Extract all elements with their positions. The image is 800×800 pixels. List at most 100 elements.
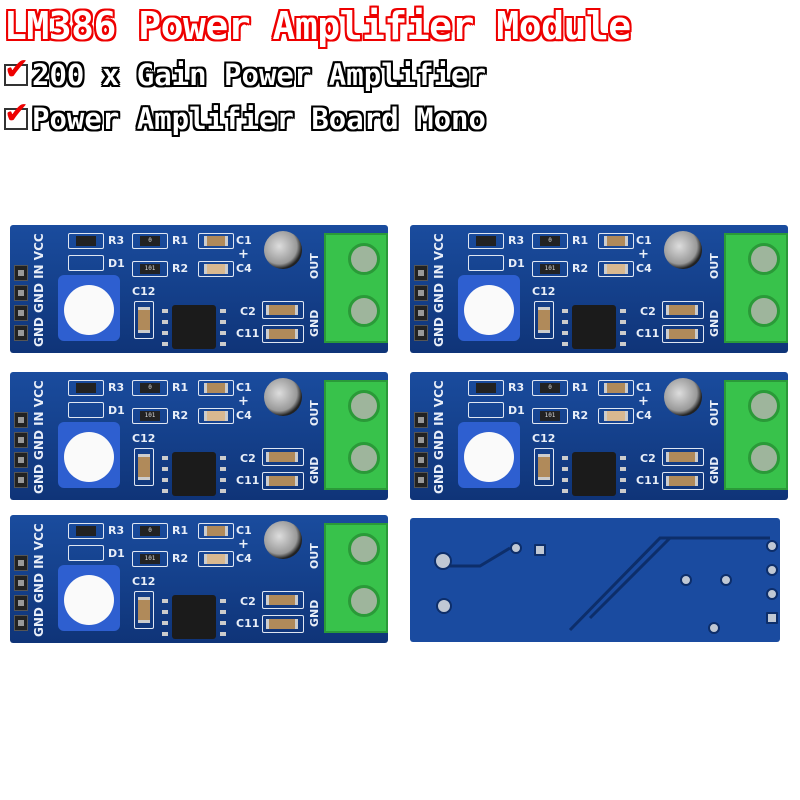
solder-pad — [766, 588, 778, 600]
solder-pad — [766, 540, 778, 552]
r2-label: R2 — [572, 262, 589, 275]
r3-pad — [468, 233, 504, 249]
feature-1: ✔ 200 x Gain Power Amplifier — [4, 52, 486, 92]
r3-label: R3 — [508, 381, 525, 394]
lm386-chip — [172, 452, 216, 496]
header-pin — [414, 305, 428, 321]
screw-terminal — [324, 523, 388, 633]
c1-pad — [598, 233, 634, 249]
chip-leg — [220, 478, 226, 482]
c11-label: C11 — [236, 617, 260, 630]
r3-pad — [68, 233, 104, 249]
header-pin — [414, 432, 428, 448]
lm386-chip — [172, 305, 216, 349]
r1-label: R1 — [172, 234, 189, 247]
r3-resistor — [476, 236, 496, 246]
chip-leg — [162, 632, 168, 636]
header-labels: GND GND IN VCC — [32, 233, 46, 347]
c4-pad — [198, 551, 234, 567]
chip-leg — [162, 489, 168, 493]
plus-label: + — [638, 394, 649, 409]
c11-pad — [262, 472, 304, 490]
chip-leg — [162, 599, 168, 603]
potentiometer — [58, 422, 120, 488]
chip-leg — [620, 342, 626, 346]
solder-pad — [766, 564, 778, 576]
c11-pad — [662, 472, 704, 490]
c12-capacitor — [138, 454, 150, 480]
screw-icon — [348, 243, 380, 275]
screw-icon — [748, 295, 780, 327]
chip-leg — [220, 467, 226, 471]
header-pin — [14, 472, 28, 488]
screw-icon — [348, 585, 380, 617]
c12-pad — [534, 448, 554, 486]
r2-pad — [132, 261, 168, 277]
c4-pad — [198, 261, 234, 277]
chip-leg — [562, 342, 568, 346]
header-pin — [14, 575, 28, 591]
chip-leg — [162, 467, 168, 471]
c12-pad — [134, 301, 154, 339]
c1-capacitor — [204, 383, 228, 393]
chip-leg — [162, 331, 168, 335]
header-pin — [14, 555, 28, 571]
c11-capacitor — [666, 476, 698, 486]
c2-label: C2 — [240, 595, 256, 608]
r1-pad — [132, 523, 168, 539]
c12-label: C12 — [132, 575, 156, 588]
amplifier-board-back — [410, 518, 780, 642]
potentiometer — [58, 565, 120, 631]
header-pin — [14, 412, 28, 428]
chip-leg — [620, 331, 626, 335]
c4-label: C4 — [236, 262, 252, 275]
out-label: OUT — [708, 400, 721, 426]
header-pin — [414, 265, 428, 281]
screw-icon — [348, 295, 380, 327]
c11-capacitor — [266, 476, 298, 486]
out-label: OUT — [308, 400, 321, 426]
solder-pad — [708, 622, 720, 634]
header-pin — [14, 432, 28, 448]
screw-icon — [748, 390, 780, 422]
header-pin — [414, 472, 428, 488]
chip-leg — [220, 599, 226, 603]
chip-leg — [620, 489, 626, 493]
r2-resistor: 101 — [140, 264, 160, 274]
chip-leg — [562, 478, 568, 482]
c4-capacitor — [604, 264, 628, 274]
r3-resistor — [76, 383, 96, 393]
d1-pad — [68, 255, 104, 271]
header-pin — [14, 265, 28, 281]
chip-leg — [620, 320, 626, 324]
c2-capacitor — [266, 305, 298, 315]
chip-leg — [562, 331, 568, 335]
r1-resistor: 0 — [140, 526, 160, 536]
chip-leg — [162, 309, 168, 313]
d1-pad — [468, 402, 504, 418]
r3-pad — [68, 523, 104, 539]
r2-label: R2 — [172, 552, 189, 565]
r1-label: R1 — [572, 381, 589, 394]
r3-pad — [468, 380, 504, 396]
lm386-chip — [572, 452, 616, 496]
c1-label: C1 — [236, 381, 252, 394]
trace-lines — [440, 536, 770, 632]
out-label: OUT — [308, 543, 321, 569]
solder-pad — [436, 598, 452, 614]
out-label: OUT — [708, 253, 721, 279]
r1-pad — [132, 233, 168, 249]
plus-label: + — [238, 394, 249, 409]
c4-label: C4 — [236, 552, 252, 565]
electrolytic-capacitor — [264, 521, 302, 559]
header-pin — [414, 285, 428, 301]
electrolytic-capacitor — [664, 231, 702, 269]
c12-capacitor — [538, 454, 550, 480]
r3-resistor — [476, 383, 496, 393]
amplifier-board-front: GND GND IN VCC R3 0 R1 C1 + D1 101 R2 C4… — [410, 225, 788, 353]
amplifier-board-front: GND GND IN VCC R3 0 R1 C1 + D1 101 R2 C4… — [410, 372, 788, 500]
solder-pad — [720, 574, 732, 586]
r1-resistor: 0 — [140, 236, 160, 246]
r2-pad — [532, 408, 568, 424]
chip-leg — [562, 467, 568, 471]
